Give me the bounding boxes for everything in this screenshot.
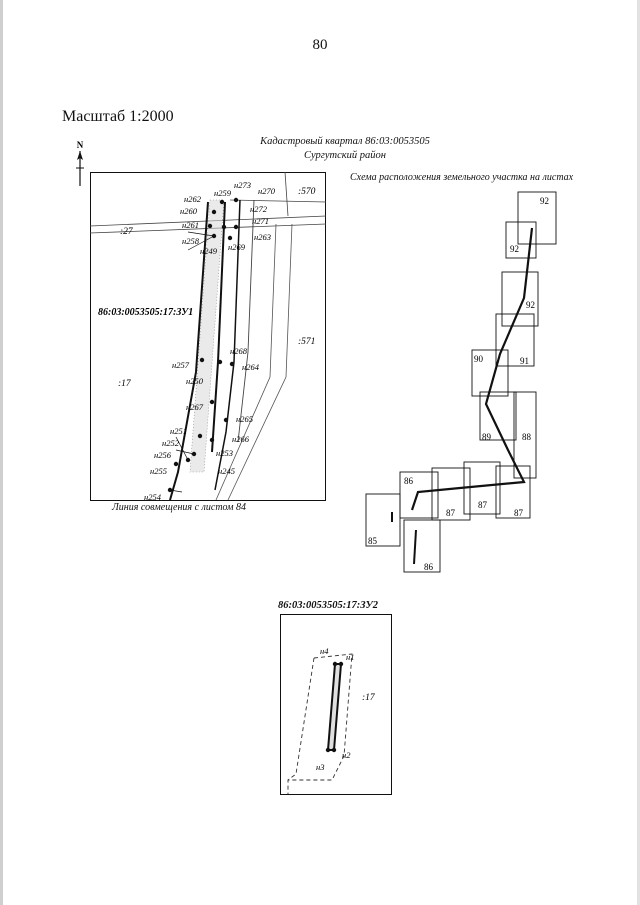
road-line-top <box>90 215 326 227</box>
sheet-number: 89 <box>482 432 492 442</box>
zu1-parcel-label: 86:03:0053505:17:ЗУ1 <box>98 307 193 318</box>
zu1-map: :570 :27 :571 :17 86:03:0053505:17:ЗУ1 н… <box>90 172 326 502</box>
sheet-combine-line-label: Линия совмещения с листом 84 <box>112 502 247 513</box>
route-line <box>410 227 534 511</box>
point-label: н273 <box>234 180 251 190</box>
sheet-number: 92 <box>510 244 519 254</box>
point-label: н254 <box>144 492 162 502</box>
north-letter: N <box>77 140 84 150</box>
point-label: н249 <box>200 246 218 256</box>
zu2-title: 86:03:0053505:17:ЗУ2 <box>278 600 378 611</box>
sheet-number: 87 <box>514 508 524 518</box>
zu2-map: н4 н1 н3 н2 :17 <box>280 614 392 795</box>
sheet-number: 92 <box>540 196 549 206</box>
zu2-point-labels: н4 н1 н3 н2 <box>316 646 354 772</box>
point-label: н256 <box>154 450 172 460</box>
sheet-scheme-title: Схема расположения земельного участка на… <box>350 172 574 183</box>
sheet-number: 92 <box>526 300 535 310</box>
point-label: н253 <box>216 448 233 458</box>
scale-label: Масштаб 1:2000 <box>62 108 174 125</box>
point-label: н250 <box>186 376 204 386</box>
scan-edge-left <box>0 0 3 905</box>
point-label: н257 <box>172 360 190 370</box>
sheet-number: 86 <box>404 476 414 486</box>
sheet-number: 87 <box>446 508 456 518</box>
sheet-rectangles <box>365 191 557 573</box>
zu1-boundary-left <box>169 201 209 501</box>
point-label: н264 <box>242 362 260 372</box>
sheet-number: 91 <box>520 356 529 366</box>
point-label: н260 <box>180 206 198 216</box>
sheet-number: 90 <box>474 354 484 364</box>
cadastral-quarter-label: Кадастровый квартал 86:03:0053505 <box>260 136 430 147</box>
page-number: 80 <box>312 37 328 53</box>
point-label: н251 <box>170 426 187 436</box>
point-label: н1 <box>346 652 354 662</box>
sheet-numbers: 92 92 92 90 91 89 88 86 87 87 87 85 86 <box>368 196 549 572</box>
point-label: н258 <box>182 236 200 246</box>
parcel-label-570: :570 <box>298 187 316 197</box>
zu2-parcel <box>326 663 343 751</box>
zu2-map-frame <box>280 614 392 795</box>
scan-edge-right <box>637 0 640 905</box>
north-arrow-icon: N <box>76 140 84 186</box>
point-label: н272 <box>250 204 268 214</box>
zu2-dashed-boundary-left <box>287 657 315 781</box>
parcel-570-boundary <box>229 199 326 203</box>
parcel-571-boundary <box>227 223 293 501</box>
point-label: н262 <box>184 194 202 204</box>
zu1-vertices <box>167 197 239 493</box>
parcel-label-27: :27 <box>120 227 134 237</box>
zu2-parcel-label-17: :17 <box>362 693 376 703</box>
point-label: н268 <box>230 346 248 356</box>
point-label: н4 <box>320 646 329 656</box>
point-label: н269 <box>228 242 246 252</box>
sheet-number: 86 <box>424 562 434 572</box>
point-label: н245 <box>218 466 235 476</box>
point-label: н252 <box>162 438 180 448</box>
vertex-leaders <box>169 231 215 493</box>
point-label: н271 <box>252 216 269 226</box>
sheet-number: 87 <box>478 500 488 510</box>
point-label: н265 <box>236 414 253 424</box>
point-label: н270 <box>258 186 276 196</box>
zu1-boundary-right <box>214 199 241 491</box>
point-label: н266 <box>232 434 250 444</box>
point-label: н267 <box>186 402 204 412</box>
zu1-dotted-strip <box>189 199 225 473</box>
point-label: н259 <box>214 188 232 198</box>
point-label: н263 <box>254 232 271 242</box>
zu1-boundary-outer <box>237 199 255 443</box>
point-label: н255 <box>150 466 167 476</box>
sheet-scheme: 92 92 92 90 91 89 88 86 87 87 87 85 86 <box>365 191 557 573</box>
cadastral-quarter-title: Кадастровый квартал 86:03:0053505 Сургут… <box>230 135 460 163</box>
district-label: Сургутский район <box>303 150 387 161</box>
zu1-map-frame <box>90 172 326 501</box>
parcel-label-17: :17 <box>118 379 132 389</box>
sheet-number: 85 <box>368 536 378 546</box>
parcel-570-edge <box>284 172 289 217</box>
zu2-vertices <box>325 661 344 753</box>
zu1-point-labels: н273 н259 н270 н262 н272 н260 н271 н261 … <box>144 180 276 502</box>
parcel-label-571: :571 <box>298 337 315 347</box>
parcel-571-boundary-inner <box>215 223 277 501</box>
sheet-number: 88 <box>522 432 532 442</box>
point-label: н2 <box>342 750 351 760</box>
zu2-dashed-boundary-right <box>287 653 353 794</box>
route-fragment-86 <box>413 529 417 565</box>
point-label: н3 <box>316 762 324 772</box>
point-label: н261 <box>182 220 199 230</box>
